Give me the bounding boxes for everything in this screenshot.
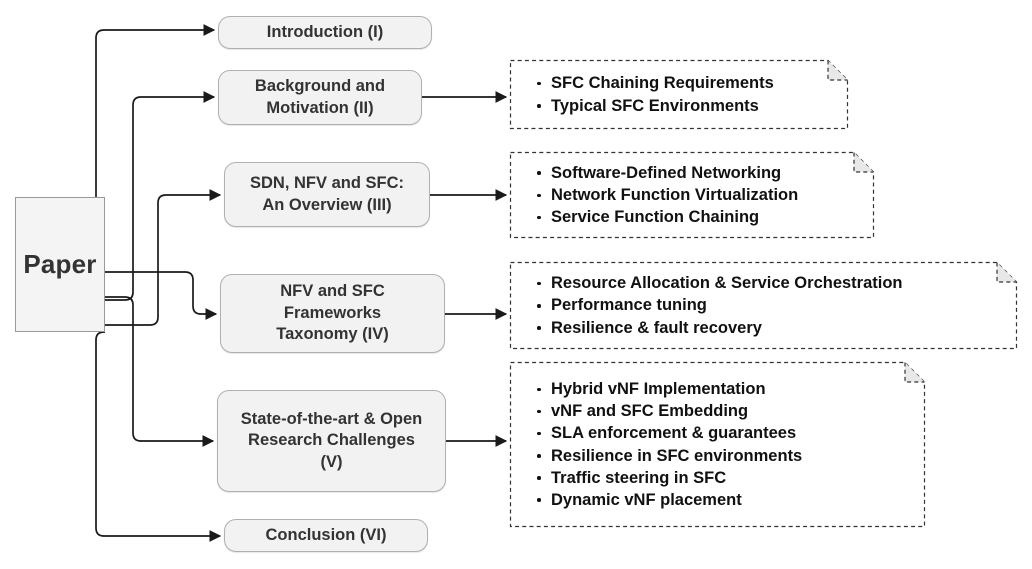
note-node-background[interactable]: SFC Chaining Requirements Typical SFC En… bbox=[509, 59, 849, 130]
note-list-item: Traffic steering in SFC bbox=[536, 467, 925, 489]
note-list-item: Service Function Chaining bbox=[536, 206, 874, 228]
note-item-list: SFC Chaining Requirements Typical SFC En… bbox=[510, 60, 848, 129]
note-list-item: SLA enforcement & guarantees bbox=[536, 422, 925, 444]
note-list-item: SFC Chaining Requirements bbox=[536, 72, 848, 94]
connector-paper-conclusion bbox=[95, 331, 222, 542]
note-shape-folded-corner bbox=[509, 261, 1018, 350]
note-item-list: Hybrid vNF Implementation vNF and SFC Em… bbox=[510, 362, 925, 527]
connector-paper-background bbox=[105, 91, 216, 301]
section-node-introduction[interactable]: Introduction (I) bbox=[218, 16, 432, 49]
note-item-list: Resource Allocation & Service Orchestrat… bbox=[510, 262, 1017, 349]
section-node-label: Conclusion (VI) bbox=[265, 525, 387, 544]
root-node-label: Paper bbox=[23, 249, 97, 279]
note-list-item: Resource Allocation & Service Orchestrat… bbox=[536, 272, 1017, 294]
connector-paper-challenges bbox=[105, 296, 215, 447]
note-list-item: Performance tuning bbox=[536, 294, 1017, 316]
connector-paper-introduction bbox=[95, 24, 216, 301]
section-node-taxonomy[interactable]: NFV and SFC Frameworks Taxonomy (IV) bbox=[220, 274, 445, 353]
section-node-overview[interactable]: SDN, NFV and SFC: An Overview (III) bbox=[224, 162, 430, 227]
section-node-label: Background and Motivation (II) bbox=[254, 77, 386, 117]
connector-paper-overview bbox=[105, 189, 222, 326]
note-node-overview[interactable]: Software-Defined Networking Network Func… bbox=[509, 151, 875, 239]
note-list-item: Resilience & fault recovery bbox=[536, 317, 1017, 339]
note-shape-folded-corner bbox=[509, 59, 849, 130]
section-node-conclusion[interactable]: Conclusion (VI) bbox=[224, 519, 428, 552]
note-list-item: Software-Defined Networking bbox=[536, 162, 874, 184]
note-list-item: Hybrid vNF Implementation bbox=[536, 378, 925, 400]
connector-paper-taxonomy bbox=[105, 271, 218, 320]
note-list-item: Resilience in SFC environments bbox=[536, 445, 925, 467]
root-to-section-connectors bbox=[95, 24, 222, 542]
note-item-list: Software-Defined Networking Network Func… bbox=[510, 152, 874, 238]
note-node-taxonomy[interactable]: Resource Allocation & Service Orchestrat… bbox=[509, 261, 1018, 350]
note-shape-folded-corner bbox=[509, 151, 875, 239]
root-node-paper[interactable]: Paper bbox=[15, 197, 105, 332]
note-list-item: Dynamic vNF placement bbox=[536, 489, 925, 511]
note-list-item: Network Function Virtualization bbox=[536, 184, 874, 206]
section-node-background[interactable]: Background and Motivation (II) bbox=[218, 70, 422, 125]
note-shape-folded-corner bbox=[509, 361, 926, 528]
section-node-label: SDN, NFV and SFC: An Overview (III) bbox=[249, 174, 404, 214]
section-node-label: Introduction (I) bbox=[266, 22, 384, 41]
section-node-challenges[interactable]: State-of-the-art & Open Research Challen… bbox=[217, 390, 446, 492]
note-node-challenges[interactable]: Hybrid vNF Implementation vNF and SFC Em… bbox=[509, 361, 926, 528]
section-node-label: State-of-the-art & Open Research Challen… bbox=[240, 409, 423, 471]
section-node-label: NFV and SFC Frameworks Taxonomy (IV) bbox=[276, 282, 389, 344]
note-list-item: vNF and SFC Embedding bbox=[536, 400, 925, 422]
note-list-item: Typical SFC Environments bbox=[536, 95, 848, 117]
